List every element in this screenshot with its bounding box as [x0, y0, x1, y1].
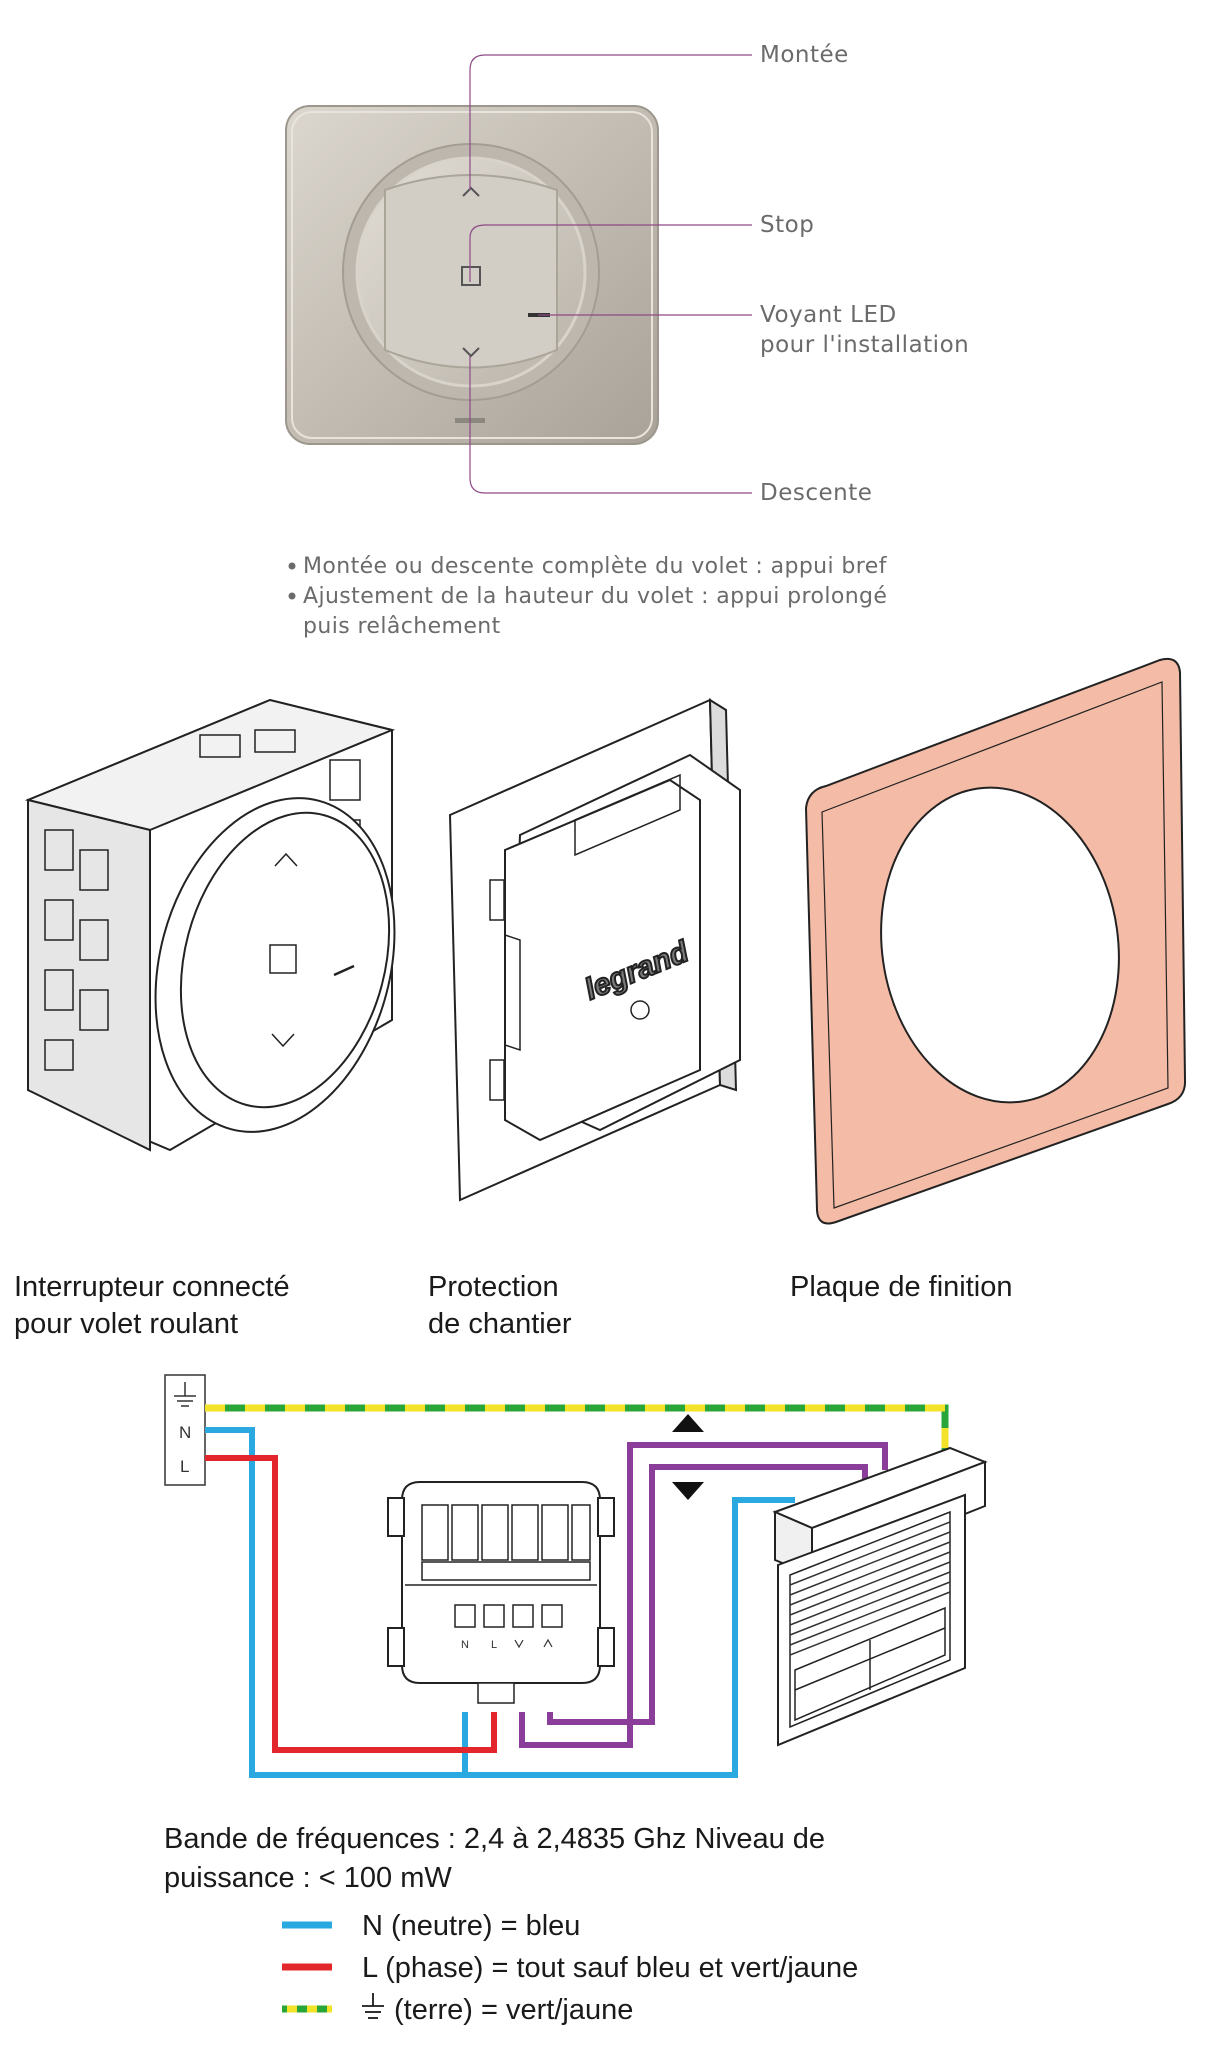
callout-up: Montée: [760, 42, 849, 68]
construction-protection-illustration: legrand: [448, 698, 741, 1202]
instruction-short-press: Montée ou descente complète du volet : a…: [303, 554, 888, 579]
spec-frequency: Bande de fréquences : 2,4 à 2,4835 Ghz N…: [164, 1823, 825, 1855]
logo-emblem-icon: [630, 1000, 650, 1020]
callout-stop: Stop: [760, 212, 814, 238]
caption-protection-line1: Protection: [428, 1271, 559, 1303]
callout-down: Descente: [760, 480, 872, 506]
direction-up-arrow-icon: [672, 1414, 704, 1432]
finishing-plate-illustration: [804, 657, 1187, 1225]
legend-earth: (terre) = vert/jaune: [394, 1994, 633, 2026]
neutral-wire-supply: [205, 1427, 795, 1778]
switch-mechanism-illustration: [24, 698, 396, 1152]
caption-switch-line1: Interrupteur connecté: [14, 1271, 290, 1303]
caption-plate: Plaque de finition: [790, 1271, 1013, 1303]
module-terminal-l: L: [491, 1639, 497, 1651]
mech-down-arrow-icon: [271, 1033, 295, 1048]
stop-square-icon: [461, 266, 481, 286]
instruction-long-press-cont: puis relâchement: [303, 614, 501, 639]
supply-terminal-l: L: [180, 1457, 189, 1476]
module-terminal-up-icon: [543, 1638, 553, 1648]
callout-led-line2: pour l'installation: [760, 332, 969, 358]
motor-wire-up: [519, 1442, 888, 1748]
switch-front-view: [285, 105, 659, 445]
legend-neutral: N (neutre) = bleu: [362, 1910, 580, 1942]
legend-phase: L (phase) = tout sauf bleu et vert/jaune: [362, 1952, 858, 1984]
instructions: Montée ou descente complète du volet : a…: [288, 554, 888, 639]
wire-legend: N (neutre) = bleu L (phase) = tout sauf …: [282, 1910, 858, 2026]
mech-up-arrow-icon: [274, 852, 298, 867]
product-captions: Interrupteur connecté pour volet roulant…: [14, 1271, 1013, 1340]
callout-led-line1: Voyant LED: [760, 302, 897, 328]
roller-shutter-illustration: [772, 1446, 988, 1747]
down-arrow-icon: [462, 347, 480, 358]
instruction-long-press: Ajustement de la hauteur du volet : appu…: [303, 584, 887, 609]
spec-power: puissance : < 100 mW: [164, 1862, 452, 1894]
switch-module: [387, 1481, 615, 1704]
direction-down-arrow-icon: [672, 1482, 704, 1500]
phase-wire: [205, 1455, 497, 1753]
bullet-dot: [288, 562, 296, 570]
callout-labels: Montée Stop Voyant LED pour l'installati…: [760, 42, 969, 506]
rocker-button: [384, 174, 558, 369]
module-terminal-down-icon: [514, 1639, 524, 1649]
caption-protection-line2: de chantier: [428, 1308, 572, 1340]
caption-switch-line2: pour volet roulant: [14, 1308, 238, 1340]
module-terminal-n: N: [461, 1639, 469, 1651]
supply-terminal-n: N: [179, 1423, 191, 1442]
bullet-dot: [288, 592, 296, 600]
callout-lines: [469, 54, 752, 494]
plate-opening: [880, 786, 1120, 1104]
earth-wire: [205, 1404, 949, 1468]
earth-symbol-icon: [362, 1993, 384, 2019]
motor-wire-down: [547, 1464, 868, 1725]
up-arrow-icon: [462, 186, 480, 197]
wiring-diagram: N L: [164, 1374, 988, 1778]
supply-earth-icon: [174, 1382, 196, 1407]
mech-stop-icon: [269, 944, 297, 974]
specs: Bande de fréquences : 2,4 à 2,4835 Ghz N…: [164, 1823, 825, 1894]
